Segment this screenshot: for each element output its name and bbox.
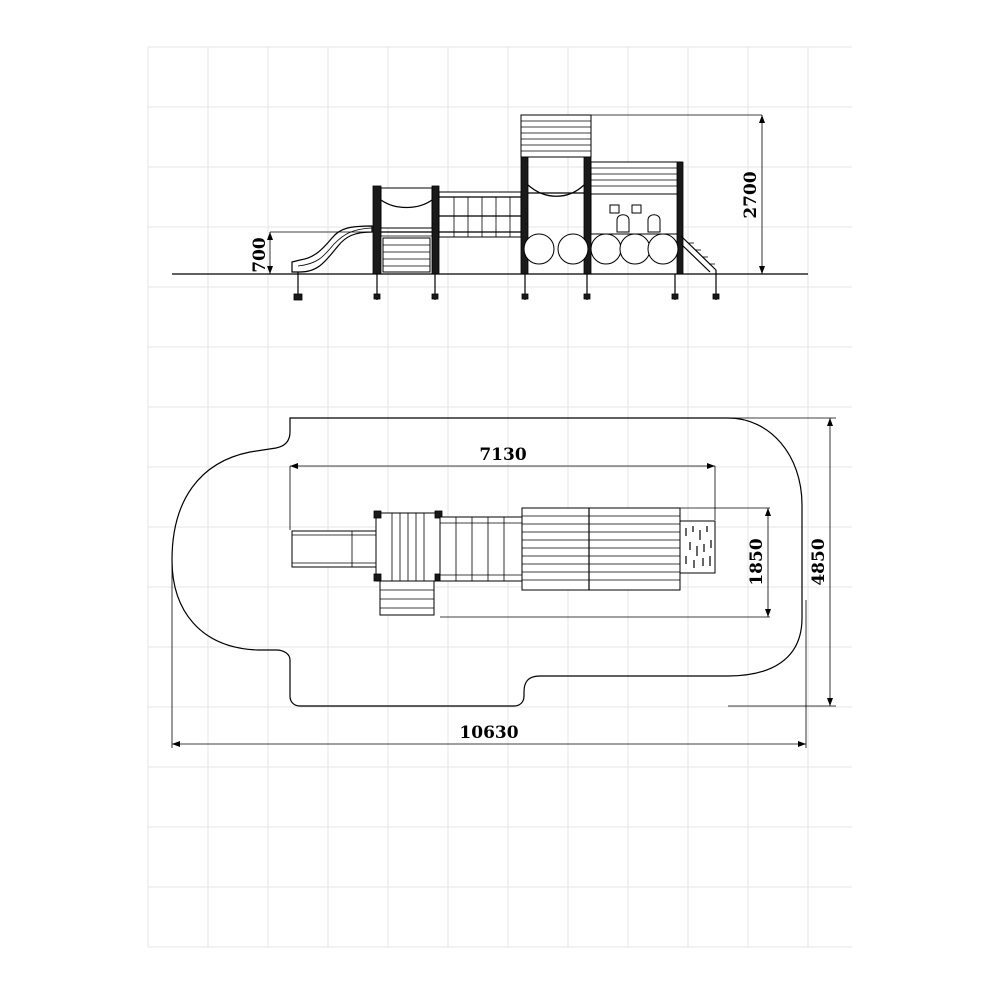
plan-view: 7130 1850 4850 10630	[171, 417, 836, 748]
castle-tower	[590, 161, 720, 300]
bridge	[438, 191, 522, 238]
dimension-7130: 7130	[289, 445, 716, 530]
tunnel-drums	[523, 233, 679, 265]
background-grid	[147, 46, 852, 948]
dim-label-4850: 4850	[809, 538, 829, 585]
safety-zone-outline	[171, 417, 803, 707]
dim-label-700: 700	[250, 237, 270, 273]
left-tower	[372, 185, 440, 300]
dimension-4850: 4850	[728, 417, 836, 707]
climbing-panel-plan	[679, 520, 716, 574]
slide-plan	[291, 530, 377, 568]
slide	[291, 225, 373, 301]
dim-label-7130: 7130	[479, 445, 526, 465]
dimension-2700: 2700	[591, 114, 765, 274]
tall-tower	[520, 114, 592, 300]
dim-label-1850: 1850	[747, 538, 767, 585]
roof-plan	[521, 507, 681, 591]
dim-label-2700: 2700	[741, 171, 761, 218]
bridge-plan	[439, 516, 523, 582]
dimension-1850: 1850	[440, 507, 771, 618]
dimension-700: 700	[250, 231, 372, 274]
elevation-view: 700 2700	[172, 114, 808, 301]
left-tower-plan	[373, 510, 443, 616]
dim-label-10630: 10630	[459, 723, 518, 743]
dimension-10630: 10630	[171, 560, 807, 748]
